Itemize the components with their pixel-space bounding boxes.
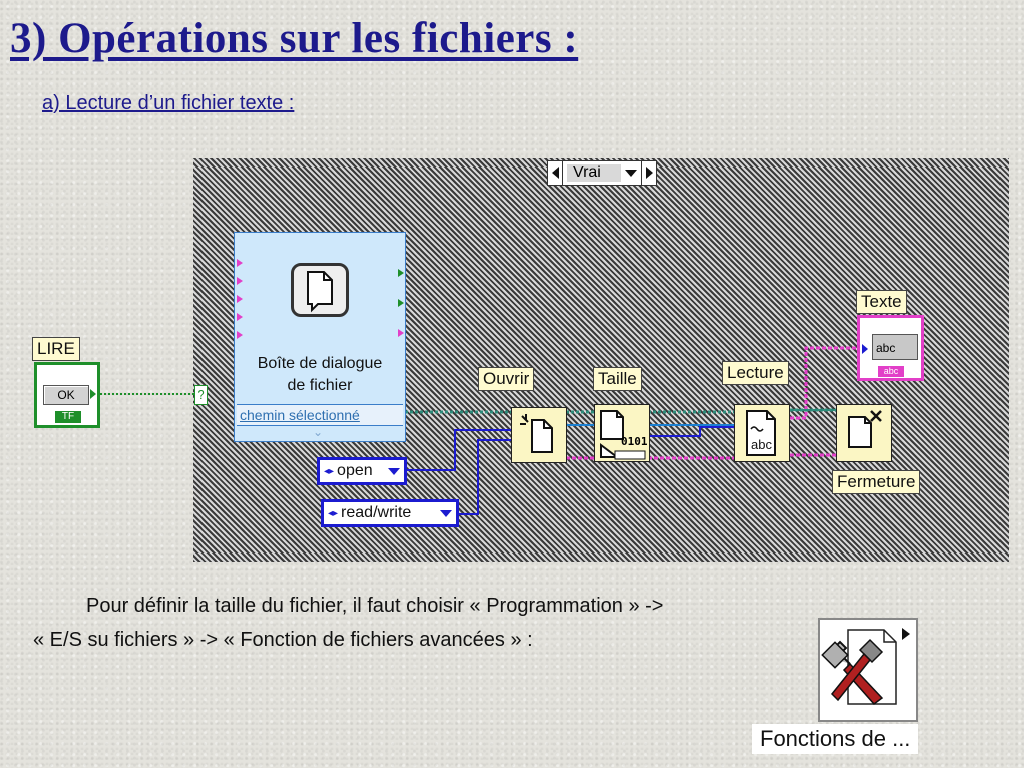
read-text-node[interactable]: abc <box>734 404 790 462</box>
body-text-line2: « E/S su fichiers » -> « Fonction de fic… <box>33 629 533 651</box>
tf-tag: TF <box>55 411 81 423</box>
palette-label: Fonctions de ... <box>752 724 919 754</box>
ok-button[interactable]: OK <box>43 385 89 405</box>
taille-label: Taille <box>593 367 642 391</box>
dialog-output-path[interactable]: chemin sélectionné <box>237 404 403 426</box>
case-selector-value: Vrai <box>567 164 621 182</box>
palette-expand-arrow-icon[interactable] <box>902 628 910 640</box>
case-selector-terminal[interactable]: ? <box>194 385 208 405</box>
open-enum-dropdown-icon[interactable] <box>388 467 400 475</box>
readwrite-enum-wire <box>458 439 512 515</box>
dialog-title: Boîte de dialogue de fichier <box>235 353 405 397</box>
texte-display-value: abc <box>876 341 896 355</box>
open-enum-wire <box>405 429 512 471</box>
lire-label: LIRE <box>32 337 80 361</box>
dialog-output-label: chemin sélectionné <box>240 407 360 423</box>
expand-chevron-icon[interactable]: ⌄ <box>313 425 324 439</box>
case-dropdown-icon[interactable] <box>625 169 637 177</box>
ouvrir-label: Ouvrir <box>478 367 535 391</box>
enum-arrows-icon[interactable]: ◂▸ <box>324 465 335 477</box>
body-text-line1: Pour définir la taille du fichier, il fa… <box>86 595 664 617</box>
taille-bits: 0101 <box>621 435 648 448</box>
dialog-input-terminals <box>237 259 245 349</box>
case-prev-icon[interactable] <box>548 161 563 185</box>
read-text-icon <box>746 410 776 456</box>
texte-tag: abc <box>878 366 904 377</box>
fermeture-label: Fermeture <box>832 470 921 494</box>
string-wire-texte <box>790 346 860 420</box>
open-enum-value: open <box>337 462 373 479</box>
close-file-icon <box>848 410 882 448</box>
lecture-label: Lecture <box>722 361 789 385</box>
enum-arrows-icon[interactable]: ◂▸ <box>328 507 339 519</box>
dialog-output-terminals <box>398 269 406 349</box>
tools-icon <box>821 629 897 706</box>
slide-title: 3) Opérations sur les fichiers : <box>10 15 579 62</box>
close-file-node[interactable] <box>836 404 892 462</box>
lire-output-arrow-icon <box>90 389 96 399</box>
texte-label: Texte <box>856 290 907 314</box>
advanced-file-functions-palette[interactable] <box>818 618 918 722</box>
readwrite-enum-constant[interactable]: ◂▸ read/write <box>321 499 459 527</box>
document-icon <box>307 271 333 313</box>
texte-input-arrow-icon <box>862 344 868 354</box>
open-file-node[interactable] <box>511 407 567 463</box>
open-file-icon <box>520 414 553 453</box>
lecture-abc: abc <box>751 437 772 452</box>
open-enum-constant[interactable]: ◂▸ open <box>317 457 407 485</box>
case-next-icon[interactable] <box>641 161 656 185</box>
texte-display: abc <box>872 334 918 360</box>
case-selector[interactable]: Vrai <box>547 160 657 186</box>
file-dialog-icon <box>291 263 349 317</box>
size-wire <box>648 426 735 437</box>
readwrite-enum-dropdown-icon[interactable] <box>440 509 452 517</box>
readwrite-enum-value: read/write <box>341 504 412 521</box>
lire-boolean-control[interactable]: OK TF <box>34 362 100 428</box>
dialog-title-line1: Boîte de dialogue <box>257 355 383 372</box>
ok-button-label: OK <box>57 388 75 402</box>
slide-subtitle: a) Lecture d’un fichier texte : <box>42 92 295 114</box>
file-size-icon <box>600 410 646 460</box>
dialog-title-line2: de fichier <box>287 377 353 394</box>
file-dialog-node[interactable]: Boîte de dialogue de fichier chemin séle… <box>234 232 406 442</box>
file-size-node[interactable]: 0101 <box>594 404 650 462</box>
texte-indicator: abc abc <box>857 315 924 381</box>
